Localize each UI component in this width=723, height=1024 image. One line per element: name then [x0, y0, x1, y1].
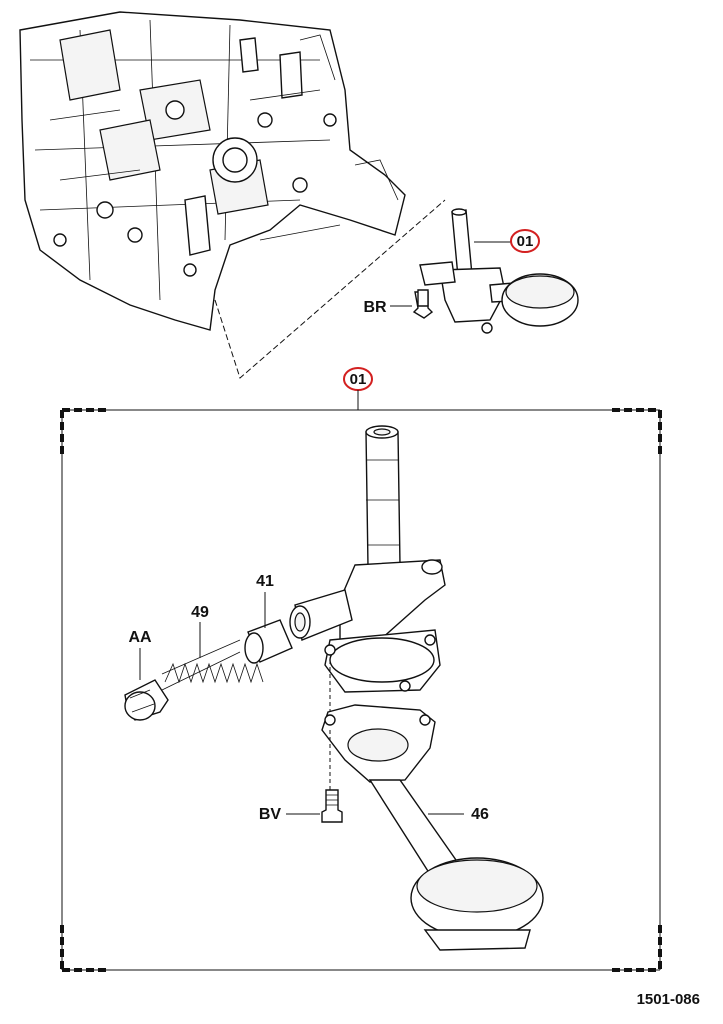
callout-br: BR [363, 299, 412, 316]
callout-bv: BV [259, 806, 320, 823]
callout-aa: AA [128, 629, 152, 680]
pickup-flange [321, 704, 436, 783]
callout-label-br: BR [363, 299, 387, 316]
callout-label-41: 41 [256, 573, 274, 590]
callout-label-49: 49 [191, 604, 209, 621]
callout-49: 49 [191, 604, 209, 658]
oil-pump-body [289, 425, 446, 693]
callout-label-46: 46 [471, 806, 489, 823]
bolt-bv-part [321, 789, 343, 823]
callout-41: 41 [256, 573, 274, 628]
spring-part [161, 639, 264, 691]
callout-01-detail: 01 [343, 367, 373, 410]
callout-label-aa: AA [128, 629, 152, 646]
plug-part [124, 679, 169, 721]
detail-box-frame [60, 408, 662, 972]
callout-label-01-detail: 01 [350, 371, 367, 388]
leader-link-lines [214, 199, 446, 379]
callout-46: 46 [428, 806, 489, 823]
pickup-tube-strainer [368, 779, 544, 951]
callout-label-01-top: 01 [517, 233, 534, 250]
callout-01-top: 01 [474, 229, 540, 253]
bolt-br-part [417, 289, 429, 307]
sleeve-part [244, 619, 293, 664]
callout-label-bv: BV [259, 806, 282, 823]
highlight-circle-top [510, 229, 540, 253]
diagram-code: 1501-086 [637, 991, 700, 1008]
pump-assembly-small [412, 208, 579, 334]
engine-block-drawing [19, 11, 406, 331]
